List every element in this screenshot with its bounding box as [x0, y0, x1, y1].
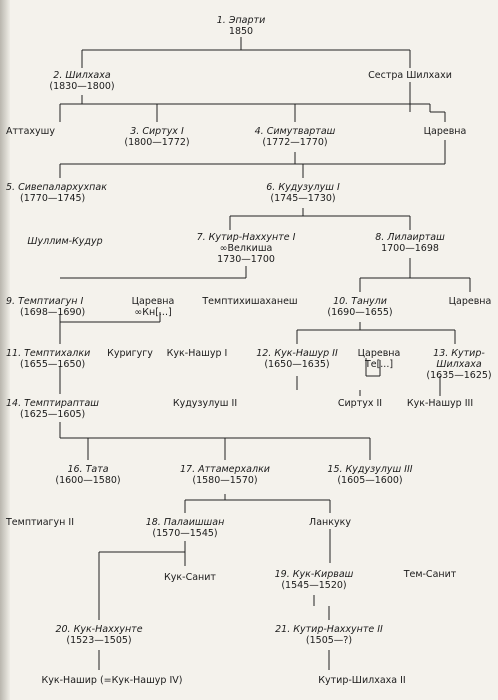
node-kutir-nahhunte-2: 21. Кутир-Наххунте II (1505—?): [275, 624, 383, 646]
node-kuduzulush-2: Кудузулуш II: [172, 398, 238, 409]
node-kuduzulush-3: 15. Кудузулуш III (1605—1600): [327, 464, 413, 486]
node-tsarevna-2: Царевна: [448, 296, 492, 307]
node-tem-sanit: Тем-Санит: [403, 569, 457, 580]
node-kuduzulush-1: 6. Кудузулуш I (1745—1730): [266, 182, 340, 204]
node-tsarevna-te: Царевна Те[...]: [357, 348, 401, 370]
node-eparti: 1. Эпарти 1850: [216, 15, 266, 37]
node-tsarevna-1: Царевна: [423, 126, 467, 137]
node-lankuku: Ланкуку: [309, 517, 351, 528]
node-kuk-kirvash: 19. Кук-Кирваш (1545—1520): [274, 569, 354, 591]
node-kutir-shilhaha-i: 13. Кутир- Шилхаха (1635—1625): [426, 348, 492, 381]
node-kuk-sanit: Кук-Санит: [164, 572, 216, 583]
node-pala-ishshan: 18. Палаишшан (1570—1545): [145, 517, 225, 539]
node-tempti-raptash: 14. Темптирапташ (1625—1605): [6, 398, 99, 420]
node-sirtuh-1: 3. Сиртух I (1800—1772): [124, 126, 190, 148]
node-tempti-hishanesh: Темптихишаханеш: [202, 296, 298, 307]
page-binding-edge: [0, 0, 10, 700]
node-tata: 16. Тата (1600—1580): [55, 464, 121, 486]
node-temptiagun-1: 9. Темптиагун I (1698—1690): [6, 296, 86, 318]
node-tsarevna-kn: Царевна ∞Кн[...]: [131, 296, 175, 318]
node-kuk-nashur-iv: Кук-Нашир (=Кук-Нашур IV): [41, 675, 183, 686]
node-simut-vartash: 4. Симутварташ (1772—1770): [254, 126, 336, 148]
node-attamer-halki: 17. Аттамерхалки (1580—1570): [180, 464, 270, 486]
node-kutir-shilhaha-2: Кутир-Шилхаха II: [318, 675, 406, 686]
node-tempti-halki: 11. Темптихалки (1655—1650): [6, 348, 91, 370]
node-kutir-nahhunte-1: 7. Кутир-Наххунте I ∞Велкиша 1730—1700: [196, 232, 296, 265]
node-lilair-tash: 8. Лилаирташ 1700—1698: [375, 232, 445, 254]
node-kuk-nahhunte: 20. Кук-Наххунте (1523—1505): [55, 624, 143, 646]
node-kuk-nashur-2: 12. Кук-Нашур II (1650—1635): [256, 348, 338, 370]
node-kuk-nashur-1: Кук-Нашур I: [166, 348, 228, 359]
node-kuk-nashur-3: Кук-Нашур III: [406, 398, 474, 409]
node-sirtuh-2: Сиртух II: [337, 398, 383, 409]
node-siwe-palar: 5. Сивепалархухпак (1770—1745): [6, 182, 107, 204]
node-temptiagun-2: Темптиагун II: [6, 517, 75, 528]
node-shilhaha: 2. Шилхаха (1830—1800): [49, 70, 115, 92]
node-sister-shilhaha: Сестра Шилхахи: [368, 70, 452, 81]
node-shullim-kudur: Шуллим-Кудур: [27, 236, 103, 247]
node-kurigugu: Куригугу: [107, 348, 153, 359]
node-tanuli: 10. Танули (1690—1655): [327, 296, 393, 318]
node-attahushu: Аттахушу: [6, 126, 55, 137]
